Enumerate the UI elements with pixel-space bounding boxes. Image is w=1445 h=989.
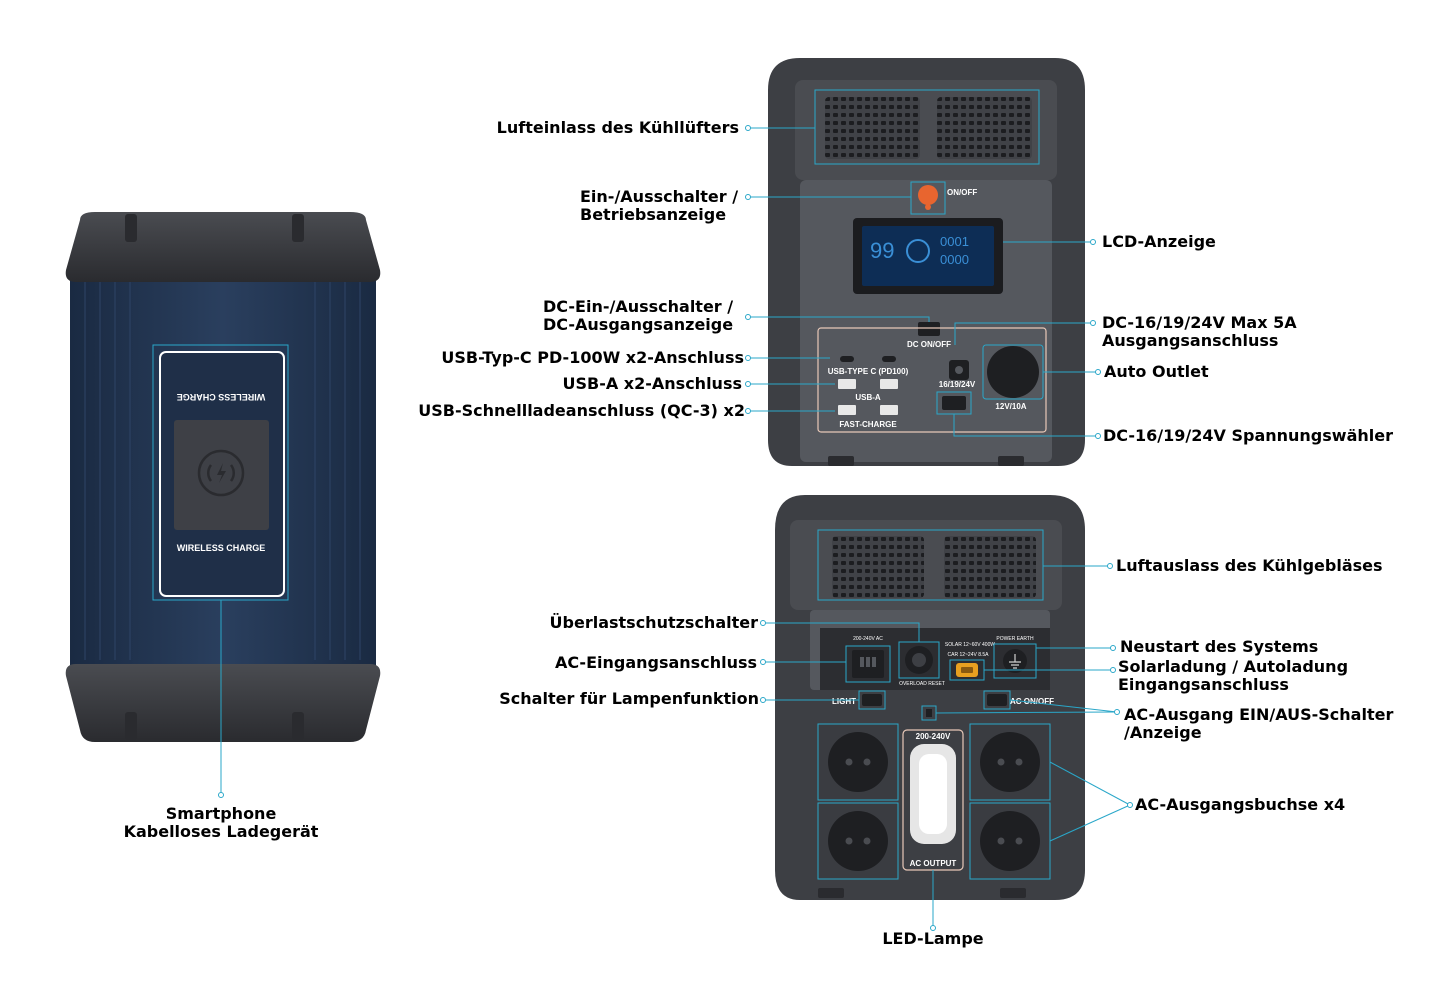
label-dc-output-line2: Ausgangsanschluss [1102,331,1279,350]
label-wireless-charger: Smartphone Kabelloses Ladegerät [110,805,332,841]
label-dc-switch: DC-Ein-/Ausschalter / DC-Ausgangsanzeige [543,298,733,334]
wireless-charge-top-text: WIRELESS CHARGE [177,392,266,402]
label-ac-switch: AC-Ausgang EIN/AUS-Schalter /Anzeige [1124,706,1393,742]
lcd-display: 99 0001 0000 [853,218,1003,294]
label-dc-output: DC-16/19/24V Max 5A Ausgangsanschluss [1102,314,1297,350]
label-ac-switch-line1: AC-Ausgang EIN/AUS-Schalter [1124,705,1394,724]
label-voltage-selector: DC-16/19/24V Spannungswähler [1103,426,1393,445]
reset-button[interactable] [993,643,1037,679]
front-panel-device: ON/OFF 99 0001 0000 DC ON/OFF USB-TYPE C… [768,58,1085,466]
label-usb-a: USB-A x2-Anschluss [562,374,743,393]
dc-switch[interactable] [918,322,940,336]
ac-socket-3[interactable] [969,723,1051,801]
label-lamp-switch: Schalter für Lampenfunktion [499,689,759,708]
power-switch[interactable] [910,181,946,215]
ac-output-label: AC OUTPUT [910,859,957,868]
wireless-charge-bottom-text: WIRELESS CHARGE [177,543,266,553]
dc-on-off-label: DC ON/OFF [907,340,951,349]
overload-breaker[interactable] [898,641,940,679]
solar-rating: SOLAR 12~60V 400W [945,642,995,648]
label-reset: Neustart des Systems [1120,637,1319,656]
label-air-intake: Lufteinlass des Kühllüfters [496,118,739,137]
label-dc-switch-line2: DC-Ausgangsanzeige [543,315,734,334]
ac-socket-4[interactable] [969,802,1051,880]
ac-in-rating: 200-240V AC [853,636,883,642]
label-lcd: LCD-Anzeige [1102,232,1216,251]
label-usb-c: USB-Typ-C PD-100W x2-Anschluss [441,348,744,367]
fast-charge-ports[interactable] [838,405,898,415]
label-qc3: USB-Schnellladeanschluss (QC-3) x2 [418,401,745,420]
label-ac-switch-line2: /Anzeige [1124,723,1202,742]
label-auto-outlet: Auto Outlet [1104,362,1209,381]
label-dc-output-line1: DC-16/19/24V Max 5A [1102,313,1297,332]
ac-input-port[interactable] [845,645,891,683]
car-outlet-label: 12V/10A [995,402,1026,411]
ac-socket-1[interactable] [817,723,899,801]
ac-voltage-label: 200-240V [916,732,951,741]
label-power-switch-line1: Ein-/Ausschalter / [580,187,739,206]
label-led-lamp: LED-Lampe [882,929,984,948]
side-view-device: WIRELESS CHARGE WIRELESS CHARGE [65,212,381,742]
label-wireless-charger-line2: Kabelloses Ladegerät [123,822,319,841]
leader-lines [220,127,1131,928]
lcd-output-digits-top: 0001 [940,234,969,249]
label-power-switch-line2: Betriebsanzeige [580,205,727,224]
label-dc-switch-line1: DC-Ein-/Ausschalter / [543,297,734,316]
usb-type-c-label: USB-TYPE C (PD100) [828,367,909,376]
wireless-charging-icon [197,449,245,497]
label-ac-sockets: AC-Ausgangsbuchse x4 [1135,795,1346,814]
power-earth-label: POWER EARTH [996,636,1034,642]
on-off-label: ON/OFF [947,188,977,197]
fast-charge-label: FAST-CHARGE [839,420,897,429]
label-air-outlet: Luftauslass des Kühlgebläses [1116,556,1383,575]
lcd-battery-digits: 99 [870,238,894,263]
label-solar-input: Solarladung / Autoladung Eingangsanschlu… [1118,658,1348,694]
usb-c-ports[interactable] [840,356,896,362]
label-power-switch: Ein-/Ausschalter / Betriebsanzeige [580,188,738,224]
car-rating: CAR 12~24V 8.5A [948,652,990,658]
leader-dots [218,125,1133,931]
ac-socket-2[interactable] [817,802,899,880]
label-solar-input-line1: Solarladung / Autoladung [1118,657,1349,676]
solar-input-port[interactable] [949,659,985,681]
dc-output-port[interactable] [949,360,969,380]
back-panel-device: 200-240V AC OVERLOAD RESET SOLAR 12~60V … [775,495,1085,900]
label-ac-input: AC-Eingangsanschluss [554,653,757,672]
label-overload: Überlastschutzschalter [549,613,758,632]
led-lamp [910,744,956,844]
lcd-output-digits-bottom: 0000 [940,252,969,267]
ac-on-off-label: AC ON/OFF [1010,697,1054,706]
light-label: LIGHT [832,697,856,706]
dc-voltage-label: 16/19/24V [939,380,976,389]
label-wireless-charger-line1: Smartphone [165,804,277,823]
usb-a-label: USB-A [855,393,881,402]
label-solar-input-line2: Eingangsanschluss [1118,675,1289,694]
overload-reset-label: OVERLOAD RESET [899,681,945,687]
usb-a-ports[interactable] [838,379,898,389]
